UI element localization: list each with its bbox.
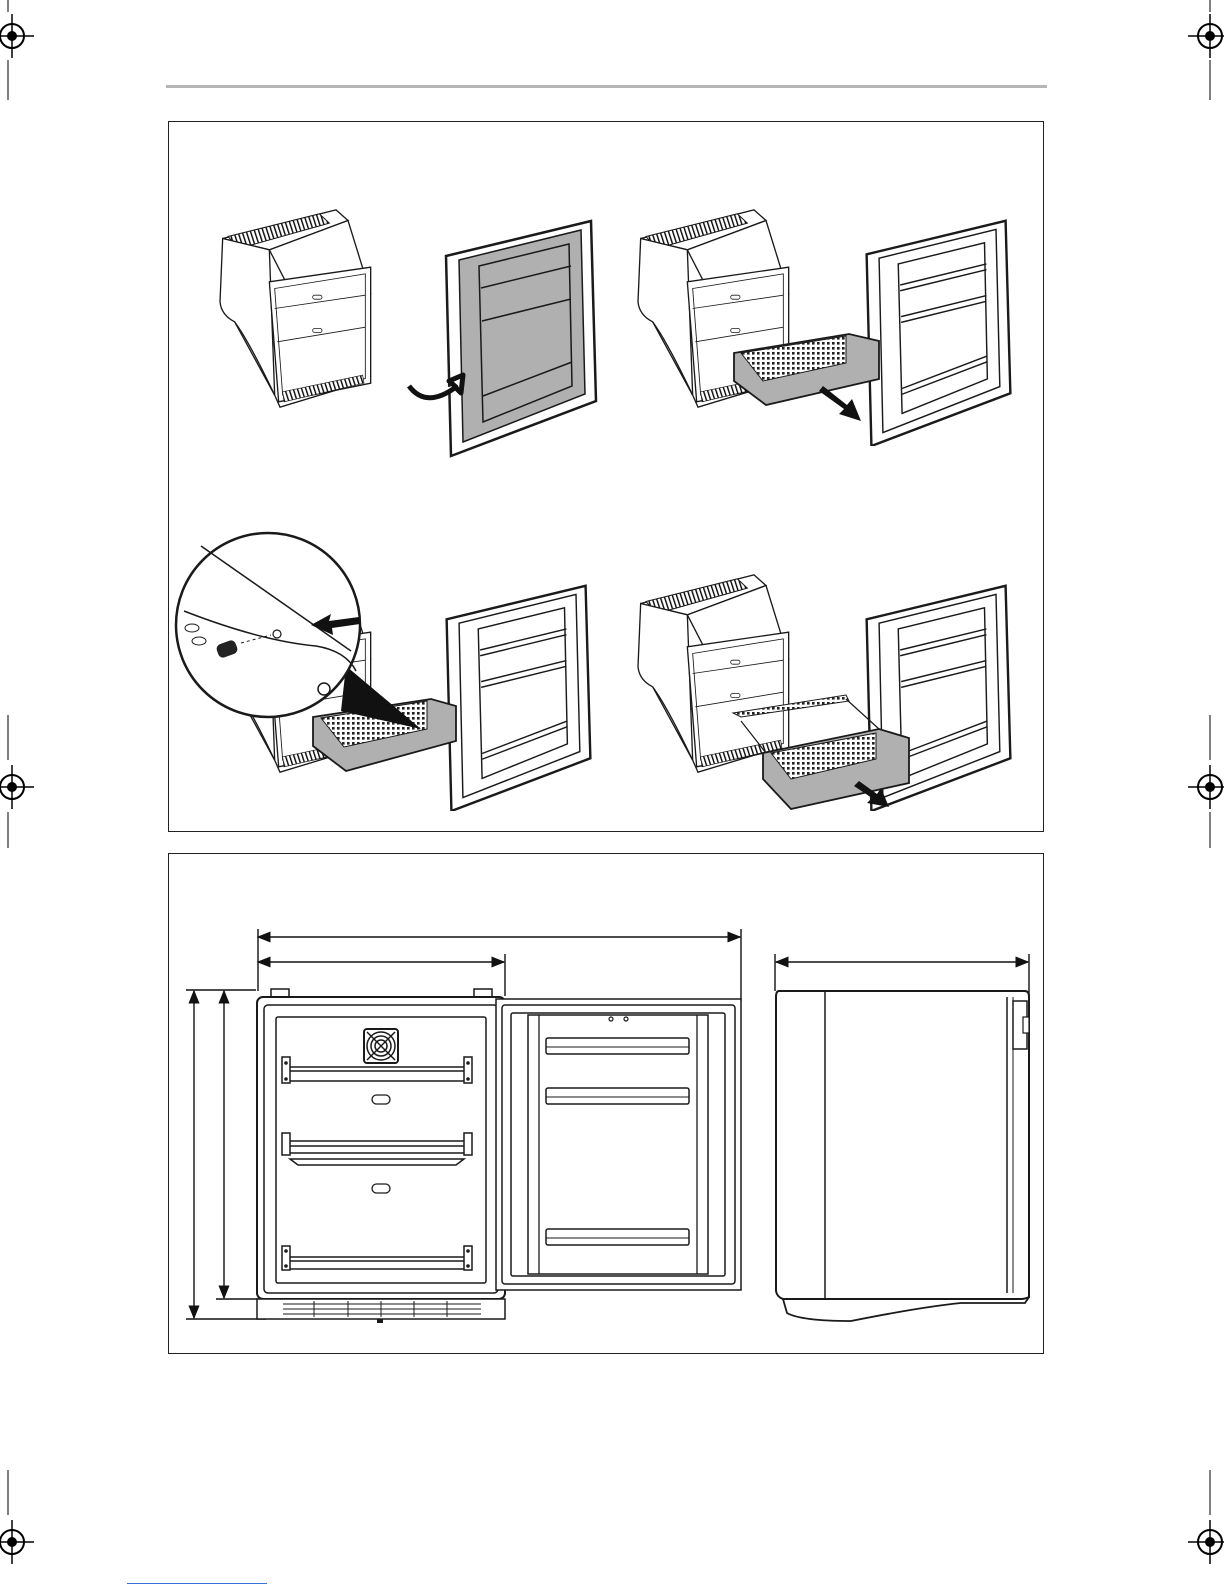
step2-panel (638, 209, 1010, 447)
step1-panel (220, 209, 596, 457)
header-rule (166, 85, 1047, 88)
step3-panel (176, 533, 590, 811)
fan-icon (364, 1029, 398, 1063)
step4-panel (638, 574, 1010, 812)
installation-figure-svg (169, 122, 1042, 830)
door-inner-view (496, 999, 741, 1290)
installation-figure (168, 121, 1044, 832)
arrow-icon (819, 386, 861, 421)
dimensions-figure (168, 853, 1044, 1354)
dimensions-figure-svg (169, 854, 1042, 1352)
side-view (776, 991, 1029, 1321)
front-view (257, 989, 505, 1323)
